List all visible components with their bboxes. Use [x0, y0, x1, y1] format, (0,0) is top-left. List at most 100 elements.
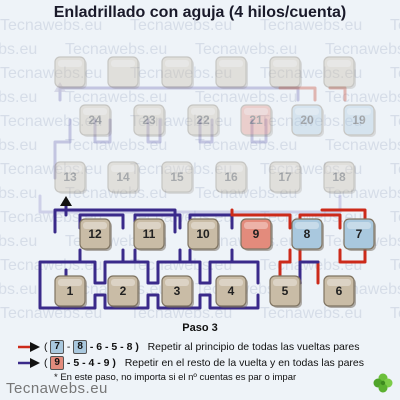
- bead-8: 8: [291, 218, 324, 251]
- watermark-text: Tecnawebs.eu: [0, 113, 102, 130]
- legend-chip-8: 8: [73, 340, 87, 354]
- watermark-text: Tecnawebs.eu: [195, 41, 297, 58]
- bead-20: 20: [291, 104, 324, 137]
- bead-6: 6: [323, 275, 356, 308]
- watermark-text: Tecnawebs.eu: [0, 89, 37, 106]
- watermark-text: Tecnawebs.eu: [195, 185, 297, 202]
- watermark-text: Tecnawebs.eu: [0, 257, 102, 274]
- legend-chip-7: 7: [50, 340, 64, 354]
- bead-label: 14: [116, 170, 130, 184]
- bead-13: 13: [54, 161, 87, 194]
- legend-chip-9: 9: [50, 356, 64, 370]
- purple-arrow-icon: [18, 358, 40, 368]
- watermark-text: Tecnawebs.eu: [325, 137, 400, 154]
- bead-label: 8: [304, 227, 311, 241]
- clover-logo-icon: [373, 373, 393, 393]
- bead-19: 19: [343, 104, 376, 137]
- bead-label: 7: [356, 227, 363, 241]
- bead-top-faded: [54, 56, 87, 89]
- red-arrow-icon: [18, 342, 40, 352]
- watermark-text: Tecnawebs.eu: [390, 161, 400, 178]
- watermark-text: Tecnawebs.eu: [390, 305, 400, 322]
- watermark-text: Tecnawebs.eu: [195, 89, 297, 106]
- bead-1: 1: [54, 275, 87, 308]
- watermark-text: Tecnawebs.eu: [0, 41, 37, 58]
- bead-24: 24: [79, 104, 112, 137]
- watermark-text: Tecnawebs.eu: [130, 113, 232, 130]
- thread-faded-purple: [53, 118, 268, 180]
- bead-12: 12: [79, 218, 112, 251]
- watermark-text: Tecnawebs.eu: [130, 257, 232, 274]
- bead-23: 23: [133, 104, 166, 137]
- footer-brand: Tecnawebs.eu: [6, 380, 108, 397]
- bead-14: 14: [107, 161, 140, 194]
- watermark-text: Tecnawebs.eu: [0, 161, 102, 178]
- bead-label: 5: [282, 284, 289, 298]
- bead-label: 24: [88, 113, 102, 127]
- bead-label: 17: [278, 170, 292, 184]
- bead-label: 2: [120, 284, 127, 298]
- bead-label: 18: [332, 170, 346, 184]
- thread-purple-upper: [78, 213, 234, 264]
- watermark-text: Tecnawebs.eu: [260, 17, 362, 34]
- bead-3: 3: [161, 275, 194, 308]
- bead-label: 11: [143, 227, 156, 241]
- bead-label: 3: [174, 284, 181, 298]
- thread-arrow-icon: [60, 196, 72, 206]
- bead-label: 21: [249, 113, 263, 127]
- watermark-text: Tecnawebs.eu: [325, 89, 400, 106]
- legend-open-paren: (: [44, 341, 48, 353]
- bead-18: 18: [323, 161, 356, 194]
- thread-red-main: [230, 208, 367, 264]
- watermark-text: Tecnawebs.eu: [260, 305, 362, 322]
- watermark-text: Tecnawebs.eu: [0, 185, 37, 202]
- watermark-text: Tecnawebs.eu: [390, 209, 400, 226]
- legend-note: * En este paso, no importa si el nº cuen…: [54, 372, 297, 383]
- bead-top-faded: [107, 56, 140, 89]
- watermark-text: Tecnawebs.eu: [65, 185, 167, 202]
- bead-label: 19: [352, 113, 366, 127]
- legend-text: Repetir en el resto de la vuelta y en to…: [124, 357, 364, 369]
- bead-label: 4: [228, 284, 235, 298]
- bead-16: 16: [215, 161, 248, 194]
- bead-label: 23: [142, 113, 156, 127]
- bead-17: 17: [269, 161, 302, 194]
- watermark-text: Tecnawebs.eu: [0, 65, 102, 82]
- thread-arrow-faded-icon: [54, 82, 66, 92]
- watermark-text: Tecnawebs.eu: [195, 137, 297, 154]
- watermark-text: Tecnawebs.eu: [0, 281, 37, 298]
- legend-text: Repetir al principio de todas las vuelta…: [147, 341, 360, 353]
- watermark-text: Tecnawebs.eu: [260, 161, 362, 178]
- bead-label: 10: [196, 227, 210, 241]
- legend-sequence: - 6 - 5 - 8 ): [89, 341, 139, 353]
- bead-label: 20: [300, 113, 314, 127]
- thread-purple-main: [38, 203, 260, 294]
- bead-label: 15: [170, 170, 184, 184]
- bead-15: 15: [161, 161, 194, 194]
- watermark-text: Tecnawebs.eu: [65, 89, 167, 106]
- step-label: Paso 3: [182, 322, 218, 334]
- watermark-text: Tecnawebs.eu: [325, 41, 400, 58]
- bead-2: 2: [107, 275, 140, 308]
- bead-top-faded: [215, 56, 248, 89]
- watermark-text: Tecnawebs.eu: [260, 113, 362, 130]
- thread-faded-red: [278, 86, 347, 102]
- bead-label: 6: [336, 284, 343, 298]
- watermark-text: Tecnawebs.eu: [0, 17, 102, 34]
- thread-paths: [38, 82, 367, 310]
- bead-label: 13: [63, 170, 77, 184]
- watermark-text: Tecnawebs.eu: [0, 137, 37, 154]
- watermark-text: Tecnawebs.eu: [390, 65, 400, 82]
- bead-11: 11: [133, 218, 166, 251]
- watermark-text: Tecnawebs.eu: [130, 305, 232, 322]
- bead-top-faded: [161, 56, 194, 89]
- watermark-text: Tecnawebs.eu: [0, 233, 37, 250]
- watermark-text: Tecnawebs.eu: [390, 113, 400, 130]
- watermark-text: Tecnawebs.eu: [130, 17, 232, 34]
- watermark-text: Tecnawebs.eu: [325, 185, 400, 202]
- bead-5: 5: [269, 275, 302, 308]
- bead-top-faded: [323, 56, 356, 89]
- watermark-text: Tecnawebs.eu: [390, 17, 400, 34]
